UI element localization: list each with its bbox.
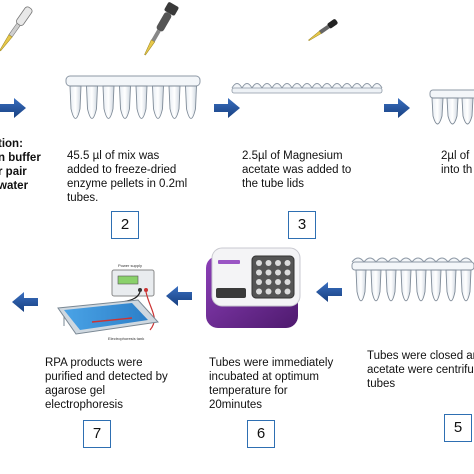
tube-icon xyxy=(69,85,82,119)
caption-line: agarose gel xyxy=(45,385,106,397)
incubator-well xyxy=(275,288,281,295)
incubator-well xyxy=(284,288,291,295)
arrow-right-icon xyxy=(214,98,240,118)
tube-icon xyxy=(445,269,457,302)
arrow-right-icon xyxy=(0,98,26,118)
caption-line: into th xyxy=(441,164,473,176)
tube-icon xyxy=(102,85,115,119)
step6-caption: Tubes were immediately incubated at opti… xyxy=(209,356,333,412)
incubator-well xyxy=(265,260,272,266)
caption-line: tubes xyxy=(367,378,396,390)
step-number-2: 2 xyxy=(111,211,139,239)
step1-caption: tion: n buffer r pair water xyxy=(0,137,41,193)
arrow-left-icon xyxy=(316,282,342,302)
tube-strip-open-lids xyxy=(65,75,201,119)
tube-icon xyxy=(370,269,382,302)
incubator-well xyxy=(275,279,281,285)
step-number-6: 6 xyxy=(247,420,275,448)
incubator-well xyxy=(284,279,291,285)
caption-line: r pair xyxy=(0,166,27,178)
caption-line: tubes. xyxy=(67,192,99,204)
step3-caption: 2.5µl of Magnesium acetate was added to … xyxy=(242,149,351,191)
tube-icon xyxy=(86,85,98,119)
incubator-well xyxy=(256,269,262,276)
pipette-icon xyxy=(144,2,179,56)
pipette-icon xyxy=(0,6,33,52)
caption-line: Tubes were closed an xyxy=(367,350,474,362)
tube-icon xyxy=(400,269,412,302)
tube-icon xyxy=(152,85,164,119)
electrophoresis-setup xyxy=(57,269,160,335)
tube-icon xyxy=(430,269,442,302)
step-number-3: 3 xyxy=(288,211,316,239)
caption-line: temperature for xyxy=(209,385,288,397)
step-number-7: 7 xyxy=(83,420,111,448)
step-number-5: 5 xyxy=(444,414,472,442)
caption-line: RPA products were xyxy=(45,357,143,369)
tube-icon xyxy=(185,85,197,119)
caption-line: 2µl of xyxy=(441,150,470,162)
tube-icon xyxy=(168,85,181,119)
arrow-left-icon xyxy=(12,292,38,312)
incubator-well xyxy=(256,279,262,285)
tube-icon xyxy=(119,85,131,119)
incubator-well xyxy=(265,279,272,285)
arrow-right-icon xyxy=(384,98,410,118)
incubator-well xyxy=(284,269,291,276)
caption-line: Tubes were immediately xyxy=(209,357,334,369)
tube-icon xyxy=(385,269,397,302)
caption-line: 20minutes xyxy=(209,399,263,411)
step2-caption: 45.5 µl of mix was added to freeze-dried… xyxy=(67,149,187,205)
caption-line: tion: xyxy=(0,138,23,150)
incubator-well xyxy=(265,288,272,295)
arrow-left-icon xyxy=(166,286,192,306)
pipette-icon xyxy=(308,19,338,42)
caption-line: purified and detected by xyxy=(45,371,168,383)
tube-icon xyxy=(355,269,367,302)
caption-line: acetate was added to xyxy=(242,164,352,176)
step5-caption: Tubes were closed an acetate were centri… xyxy=(367,349,474,391)
tube-strip-lid-row xyxy=(231,83,383,94)
caption-line: water xyxy=(0,180,29,192)
caption-line: the tube lids xyxy=(242,178,305,190)
power-supply-label: Power supply xyxy=(118,263,142,268)
caption-line: added to freeze-dried xyxy=(67,164,177,176)
incubator-well xyxy=(256,260,262,266)
step4-caption: 2µl of into th xyxy=(441,149,472,177)
caption-line: enzyme pellets in 0.2ml xyxy=(67,178,188,190)
incubator-well xyxy=(275,260,281,266)
caption-line: n buffer xyxy=(0,152,41,164)
incubator-device xyxy=(206,247,301,328)
caption-line: incubated at optimum xyxy=(209,371,319,383)
incubator-well xyxy=(265,269,272,276)
tube-strip-partial xyxy=(429,89,474,125)
tube-icon xyxy=(415,269,427,302)
tube-icon xyxy=(135,85,148,119)
caption-line: 45.5 µl of mix was xyxy=(67,150,160,162)
tube-icon xyxy=(446,97,459,125)
tube-icon xyxy=(431,97,444,125)
incubator-well xyxy=(256,288,262,295)
incubator-well xyxy=(275,269,281,276)
electrophoresis-tank-label: Electrophoresis tank xyxy=(108,336,144,341)
tube-strip-closed xyxy=(351,257,474,302)
caption-line: acetate were centrifu xyxy=(367,364,474,376)
tube-icon xyxy=(460,269,472,302)
caption-line: electrophoresis xyxy=(45,399,123,411)
caption-line: 2.5µl of Magnesium xyxy=(242,150,343,162)
tube-icon xyxy=(461,97,474,125)
incubator-well xyxy=(284,260,291,266)
step7-caption: RPA products were purified and detected … xyxy=(45,356,168,412)
